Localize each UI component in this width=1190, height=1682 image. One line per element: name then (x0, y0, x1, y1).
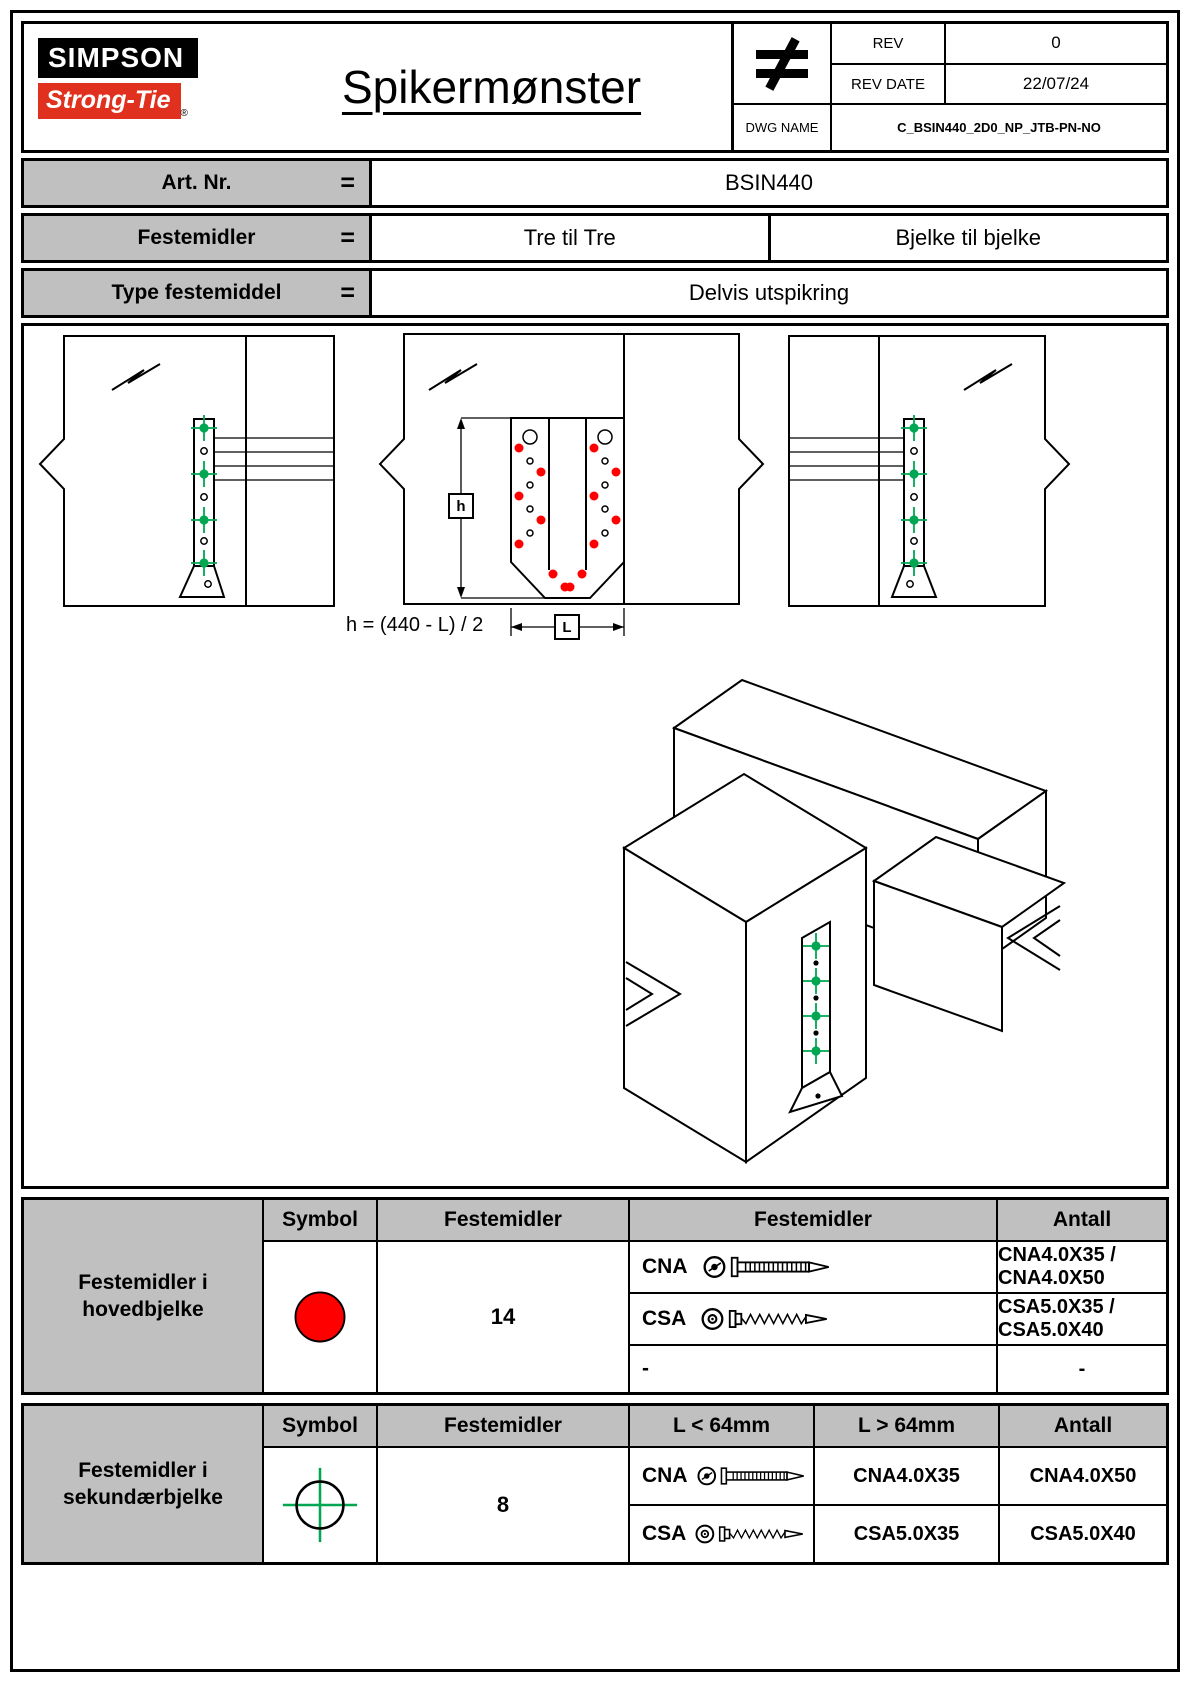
registered-mark: ® (180, 108, 188, 119)
col-header-antall: Antall (998, 1200, 1166, 1240)
festemidler-value-left: Tre til Tre (523, 225, 616, 250)
cna-value-greater: CNA4.0X50 (1000, 1448, 1166, 1504)
nail-icon (696, 1466, 804, 1486)
col-header-symbol-2: Symbol (264, 1406, 376, 1446)
festemidler-equals: = (340, 223, 355, 252)
rev-date-value: 22/07/24 (946, 64, 1166, 104)
type-value: Delvis utspikring (688, 280, 850, 305)
screw-icon (695, 1524, 804, 1544)
col-header-l-greater: L > 64mm (815, 1406, 998, 1446)
info-row-festemidler: Festemidler = Tre til Tre Bjelke til bje… (21, 213, 1169, 263)
col-header-festemidler: Festemidler (378, 1200, 628, 1240)
right-side-view (788, 335, 1071, 607)
table-sekundaerbjelke: Festemidler i sekundærbjelke Symbol Fest… (21, 1403, 1169, 1565)
col-header-antall-2: Antall (1000, 1406, 1166, 1446)
revision-table: REV 0 REV DATE 22/07/24 DWG NAME C_BSIN4… (731, 24, 1166, 150)
screw-icon (701, 1308, 828, 1330)
sekundaerbjelke-symbol (264, 1448, 376, 1562)
csa-value: CSA5.0X35 / CSA5.0X40 (998, 1294, 1166, 1344)
artnr-label-cell: Art. Nr. = (24, 161, 372, 205)
festemidler-value-right: Bjelke til bjelke (767, 216, 1167, 260)
hovedbjelke-row-label: Festemidler i hovedbjelke (24, 1200, 262, 1392)
row-csa: CSA (630, 1294, 996, 1344)
hovedbjelke-antall: 14 (378, 1242, 628, 1392)
dwg-name-value: C_BSIN440_2D0_NP_JTB-PN-NO (832, 105, 1166, 150)
info-row-artnr: Art. Nr. = BSIN440 (21, 158, 1169, 208)
sheet-frame: SIMPSON Strong-Tie® Spikermønster REV 0 … (10, 10, 1180, 1672)
col-header-symbol: Symbol (264, 1200, 376, 1240)
festemidler-label: Festemidler (137, 226, 256, 249)
artnr-label: Art. Nr. (161, 171, 232, 194)
drawing-svg: h L h = (440 - L) / 2 (38, 333, 1071, 1164)
h-dimension: h (448, 417, 545, 599)
title-block: SIMPSON Strong-Tie® Spikermønster REV 0 … (21, 21, 1169, 153)
row-dash: - (630, 1346, 996, 1392)
strongtie-logo: Strong-Tie (38, 83, 181, 119)
type-label: Type festemiddel (111, 281, 282, 304)
title-area: Spikermønster (252, 24, 731, 150)
col-header-l-less: L < 64mm (630, 1406, 813, 1446)
h-dim-label: h (456, 498, 465, 515)
csa-value-less: CSA5.0X35 (815, 1506, 998, 1562)
left-side-view (38, 335, 335, 607)
csa-value-greater: CSA5.0X40 (1000, 1506, 1166, 1562)
artnr-equals: = (340, 168, 355, 197)
dash-value: - (998, 1346, 1166, 1392)
type-label-cell: Type festemiddel = (24, 271, 372, 315)
cna-value: CNA4.0X35 / CNA4.0X50 (998, 1242, 1166, 1292)
nail-icon (703, 1256, 829, 1278)
green-crosshair-icon (282, 1467, 358, 1543)
rev-value: 0 (946, 24, 1166, 63)
l-dim-label: L (562, 619, 571, 636)
rev-date-label: REV DATE (832, 64, 944, 104)
row-cna-2: CNA (630, 1448, 813, 1504)
not-equal-icon (734, 24, 830, 104)
rev-label: REV (832, 24, 944, 63)
row-csa-2: CSA (630, 1506, 813, 1562)
artnr-value: BSIN440 (724, 170, 814, 195)
cna-value-less: CNA4.0X35 (815, 1448, 998, 1504)
col-header-festemidler2: Festemidler (630, 1200, 996, 1240)
row-cna: CNA (630, 1242, 996, 1292)
festemidler-label-cell: Festemidler = (24, 216, 372, 260)
main-beam-fastener-dots (514, 443, 621, 592)
main-drawing: h L h = (440 - L) / 2 (21, 323, 1169, 1189)
page-title: Spikermønster (341, 61, 642, 113)
dwg-name-label: DWG NAME (734, 105, 830, 150)
h-formula: h = (440 - L) / 2 (346, 614, 483, 636)
hovedbjelke-symbol (264, 1242, 376, 1392)
isometric-view (622, 678, 1067, 1164)
l-dimension: L (510, 608, 625, 640)
type-equals: = (340, 278, 355, 307)
simpson-logo: SIMPSON (38, 38, 199, 78)
col-header-festemidler-2: Festemidler (378, 1406, 628, 1446)
red-dot-icon (294, 1291, 346, 1343)
sekundaerbjelke-row-label: Festemidler i sekundærbjelke (24, 1406, 262, 1562)
table-hovedbjelke: Festemidler i hovedbjelke Symbol Festemi… (21, 1197, 1169, 1395)
front-view: h L h = (440 - L) / 2 (346, 333, 765, 640)
brand-logo: SIMPSON Strong-Tie® (24, 24, 252, 150)
sekundaerbjelke-antall: 8 (378, 1448, 628, 1562)
info-row-type: Type festemiddel = Delvis utspikring (21, 268, 1169, 318)
